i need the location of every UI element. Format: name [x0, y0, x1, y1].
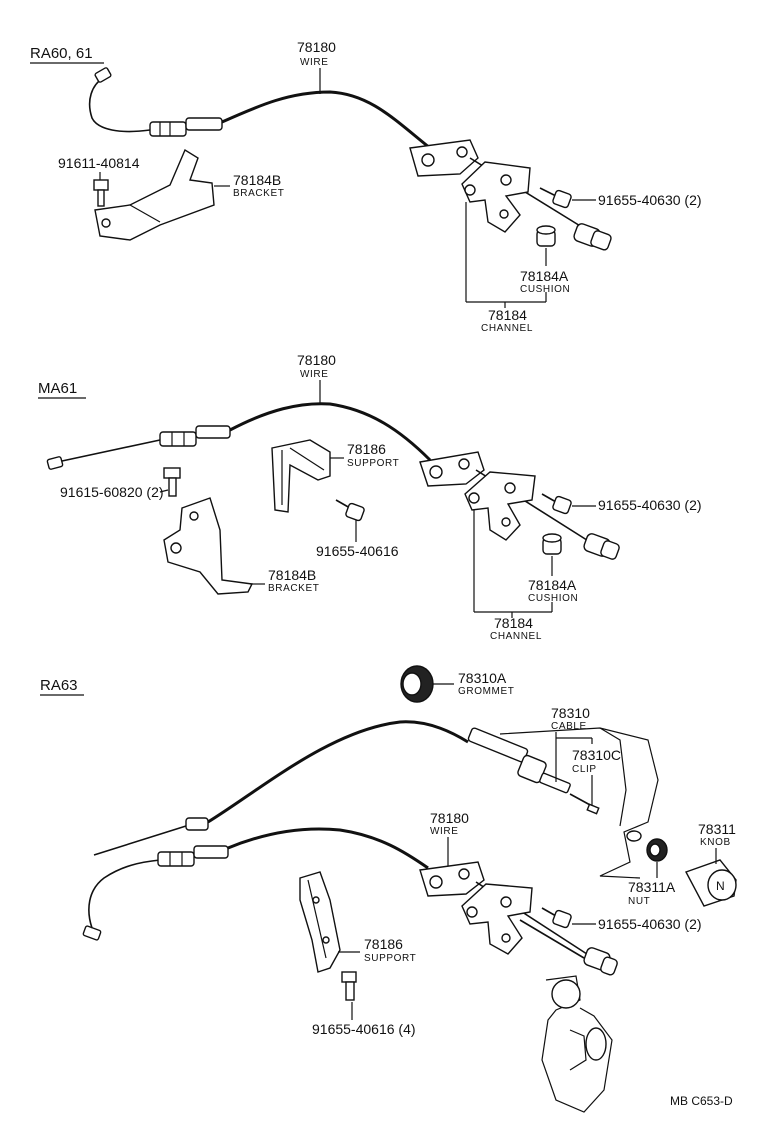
section-ra60: RA60, 61 78180 WIRE 91611-40814 [30, 39, 702, 334]
channel-78184-code: 78184 [494, 615, 533, 631]
channel-78184-drawing [464, 471, 536, 541]
bolt-91655-40630-code: 91655-40630 (2) [598, 192, 702, 208]
bolt-91655-40630 [541, 493, 572, 515]
bracket-78184b-name: BRACKET [268, 583, 319, 594]
channel-78184-code: 78184 [488, 307, 527, 323]
bolt-91655-40630-code: 91655-40630 (2) [598, 497, 702, 513]
cushion-78184a-code: 78184A [528, 577, 577, 593]
grommet-78310a-name: GROMMET [458, 686, 514, 697]
support-78186-drawing [271, 439, 331, 513]
wire-name: WIRE [300, 369, 329, 380]
channel-78184-name: CHANNEL [490, 631, 542, 642]
wire-code: 78180 [297, 39, 336, 55]
bolt-91655-40630 [539, 187, 572, 209]
channel-drawing [461, 883, 533, 955]
support-78186-drawing [299, 871, 341, 973]
cushion-78184a-name: CUSHION [528, 593, 578, 604]
reference-code: MB C653-D [670, 1094, 733, 1108]
knob-letter: N [716, 879, 725, 893]
section-label-ma61: MA61 [38, 380, 77, 397]
bracket-78184b-drawing [94, 148, 215, 241]
support-78186-name: SUPPORT [347, 458, 399, 469]
support-78186-code: 78186 [347, 441, 386, 457]
bolt-91655-40630 [541, 907, 572, 929]
channel-78184-drawing [461, 161, 531, 233]
wire-code: 78180 [430, 810, 469, 826]
cable-78310-code: 78310 [551, 705, 590, 721]
bolt-91611-40814-code: 91611-40814 [58, 155, 140, 171]
cushion-78184a-drawing [542, 533, 562, 555]
bracket-78184b-drawing [163, 497, 254, 595]
bolt-91615-60820-code: 91615-60820 (2) [60, 484, 164, 500]
bolt-91655-40616-code: 91655-40616 [316, 543, 399, 559]
knob-78311-code: 78311 [698, 821, 736, 837]
knob-78311-drawing: N [685, 859, 737, 907]
bolt-91655-40616 [335, 499, 365, 522]
support-78186-name: SUPPORT [364, 953, 416, 964]
bolt-91615-60820 [163, 467, 181, 497]
cushion-78184a-code: 78184A [520, 268, 569, 284]
cable-78310-drawing [93, 720, 600, 856]
section-ra63: RA63 78310A GROMMET 78310 CABLE 78310C C… [40, 665, 737, 1113]
channel-78184-name: CHANNEL [481, 323, 533, 334]
wire-name: WIRE [300, 57, 329, 68]
wire-78180-drawing [88, 67, 612, 251]
grommet-78310a-drawing [400, 665, 434, 703]
bolt-91655-40616-code: 91655-40616 (4) [312, 1021, 416, 1037]
bolt-91655-40616 [341, 971, 357, 1001]
clip-78310c-name: CLIP [572, 764, 597, 775]
bracket-78184b-code: 78184B [233, 172, 281, 188]
housing-drawing [541, 975, 613, 1113]
dashboard-panel-drawing [499, 727, 659, 879]
section-ma61: MA61 78180 WIRE 78186 SUPPORT [38, 352, 702, 642]
wire-name: WIRE [430, 826, 459, 837]
wire-78180-drawing [46, 402, 620, 560]
wire-code: 78180 [297, 352, 336, 368]
cable-78310-name: CABLE [551, 721, 587, 732]
knob-78311-name: KNOB [700, 837, 731, 848]
clip-78310c-code: 78310C [572, 747, 621, 763]
section-label-ra63: RA63 [40, 677, 78, 694]
bolt-91611-40814 [93, 179, 109, 207]
bracket-78184b-name: BRACKET [233, 188, 284, 199]
nut-78311a-drawing [646, 838, 668, 862]
cushion-78184a-name: CUSHION [520, 284, 570, 295]
bolt-91655-40630-code: 91655-40630 (2) [598, 916, 702, 932]
section-label-ra60: RA60, 61 [30, 45, 93, 62]
wire-78180-drawing [82, 827, 618, 976]
nut-78311a-code: 78311A [628, 879, 676, 895]
nut-78311a-name: NUT [628, 896, 650, 907]
grommet-78310a-code: 78310A [458, 670, 507, 686]
bracket-78184b-code: 78184B [268, 567, 316, 583]
support-78186-code: 78186 [364, 936, 403, 952]
cushion-78184a-drawing [536, 225, 556, 247]
